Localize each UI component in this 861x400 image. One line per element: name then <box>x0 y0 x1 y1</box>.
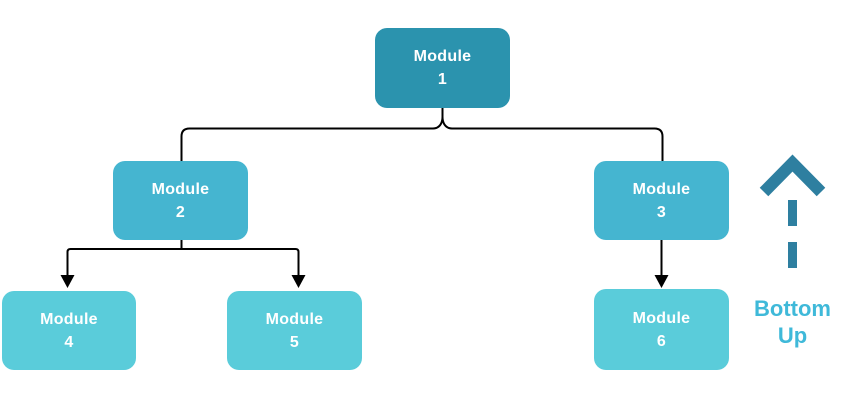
node-module-3: Module 3 <box>594 161 729 240</box>
arrowhead-module4 <box>60 275 75 288</box>
node-title: Module <box>413 48 472 65</box>
node-title: Module <box>632 309 691 327</box>
node-module-6: Module 6 <box>594 289 729 370</box>
node-module-1: Module 1 <box>375 28 510 108</box>
arrowhead-module5 <box>291 275 306 288</box>
bottom-up-arrow-dash <box>788 242 797 268</box>
bottom-up-arrow-icon <box>759 154 826 197</box>
edge-module1-module3 <box>441 116 664 161</box>
bottom-up-arrow-dash <box>788 200 797 226</box>
edge-module1-module2 <box>180 108 444 161</box>
bottom-up-label-line2: Up <box>777 323 808 348</box>
node-module-4: Module 4 <box>2 291 136 370</box>
node-number: 1 <box>437 71 448 88</box>
node-number: 5 <box>289 333 300 351</box>
node-title: Module <box>265 310 324 328</box>
node-number: 3 <box>656 203 667 221</box>
node-title: Module <box>632 180 691 198</box>
node-title: Module <box>151 180 210 198</box>
arrowhead-module6 <box>654 275 669 288</box>
node-module-2: Module 2 <box>113 161 248 240</box>
node-number: 2 <box>175 203 186 221</box>
bottom-up-label: Bottom Up <box>745 295 840 349</box>
edge-module2-children <box>66 248 300 276</box>
node-module-5: Module 5 <box>227 291 362 370</box>
bottom-up-label-line1: Bottom <box>754 296 831 321</box>
node-number: 6 <box>656 332 667 350</box>
node-title: Module <box>40 310 98 328</box>
node-number: 4 <box>64 333 74 351</box>
